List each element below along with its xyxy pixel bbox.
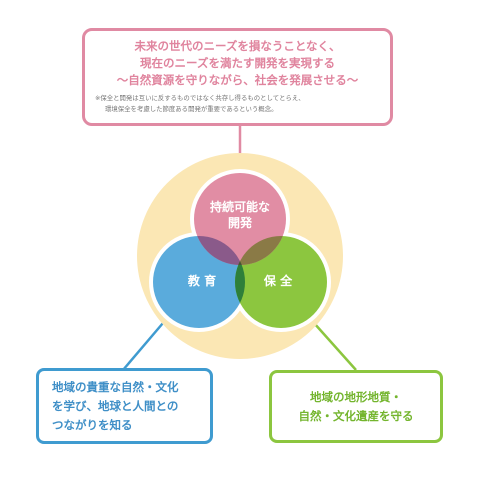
education-box: 地域の貴重な自然・文化 を学び、地球と人間との つながりを知る bbox=[36, 368, 213, 444]
label-education: 教 育 bbox=[187, 274, 217, 288]
label-sustainable-line1: 持続可能な bbox=[209, 200, 270, 214]
definition-box: 未来の世代のニーズを損なうことなく、 現在のニーズを満たす開発を実現する 〜自然… bbox=[82, 28, 393, 126]
overlap-top-left bbox=[194, 236, 245, 265]
conservation-line-2: 自然・文化遺産を守る bbox=[298, 408, 414, 423]
note-line-1: ※保全と開発は互いに反するものではなく共存し得るものとしてとらえ、 bbox=[95, 94, 305, 102]
definition-line-3: 〜自然資源を守りながら、社会を発展させる〜 bbox=[116, 73, 359, 87]
label-sustainable-development: 持続可能な 開発 bbox=[190, 199, 290, 231]
conservation-line-1: 地域の地形地質・ bbox=[310, 389, 402, 404]
connector-right bbox=[313, 322, 357, 371]
label-conservation: 保 全 bbox=[263, 274, 293, 288]
overlap-top-right bbox=[235, 236, 286, 265]
connector-left bbox=[122, 322, 164, 371]
note-line-2: 環境保全を考慮した節度ある開発が重要であるという概念。 bbox=[105, 105, 278, 113]
education-line-1: 地域の貴重な自然・文化 bbox=[52, 379, 179, 394]
definition-line-1: 未来の世代のニーズを損なうことなく、 bbox=[134, 39, 341, 53]
definition-line-2: 現在のニーズを満たす開発を実現する bbox=[140, 56, 335, 70]
education-line-3: つながりを知る bbox=[52, 417, 133, 432]
conservation-box: 地域の地形地質・ 自然・文化遺産を守る bbox=[269, 370, 443, 443]
education-line-2: を学び、地球と人間との bbox=[52, 398, 179, 413]
label-sustainable-line2: 開発 bbox=[227, 216, 252, 230]
